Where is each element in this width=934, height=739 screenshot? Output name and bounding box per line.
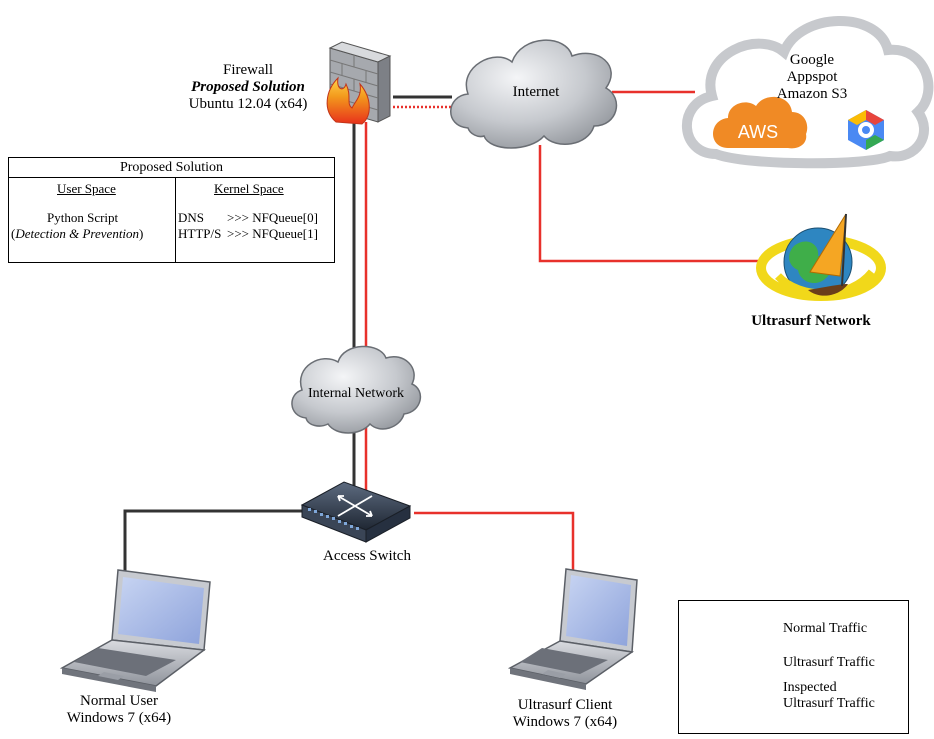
cloud-google-label: Google (789, 52, 835, 68)
ultrasurf-client-label: Ultrasurf Client Windows 7 (x64) (490, 697, 640, 731)
firewall-os: Ubuntu 12.04 (x64) (188, 96, 308, 112)
internal-network-label: Internal Network (307, 386, 405, 401)
legend-inspected-line1: Inspected (783, 680, 837, 695)
kernel-dns-label: DNS (178, 210, 205, 225)
ultrasurf-network-label: Ultrasurf Network (751, 313, 871, 329)
normal-user-label: Normal User Windows 7 (x64) (44, 693, 194, 727)
cloud-services-label: Google Appspot Amazon S3 (752, 52, 872, 103)
firewall-icon (326, 41, 392, 125)
user-space-script: Python Script (47, 210, 119, 225)
traffic-legend: Normal Traffic Ultrasurf Traffic Inspect… (678, 600, 909, 734)
ultrasurf-client-laptop-icon (507, 568, 638, 690)
kernel-space-header: Kernel Space (214, 181, 284, 196)
table-divider (175, 178, 176, 262)
user-space-purpose: (Detection & Prevention) (11, 226, 143, 242)
cloud-appspot-label: Appspot (786, 69, 838, 85)
ultrasurf-client-os: Windows 7 (x64) (512, 714, 618, 730)
table-title: Proposed Solution (9, 158, 334, 178)
legend-inspected-line2: Ultrasurf Traffic (783, 696, 875, 711)
internet-cloud-icon (450, 39, 618, 149)
aws-logo-text: AWS (737, 122, 779, 142)
legend-ultrasurf-text: Ultrasurf Traffic (783, 655, 875, 670)
firewall-title: Firewall (223, 62, 273, 78)
google-cloud-logo-icon (848, 110, 884, 150)
normal-user-name: Normal User (80, 693, 158, 709)
firewall-proposed-solution: Proposed Solution (191, 79, 305, 95)
access-switch-icon (300, 481, 412, 543)
aws-logo-icon (713, 96, 808, 149)
ultrasurf-globe-icon (756, 213, 886, 301)
link-internet-ultrasurf (538, 145, 760, 263)
normal-user-os: Windows 7 (x64) (66, 710, 172, 726)
link-switch-ultrasurf-client (414, 511, 575, 570)
purpose-text: Detection & Prevention (15, 226, 140, 241)
firewall-label: Firewall Proposed Solution Ubuntu 12.04 … (168, 62, 328, 113)
legend-inspected-text: Inspected Ultrasurf Traffic (783, 680, 875, 712)
kernel-dns-queue: >>> NFQueue[0] (227, 210, 318, 225)
ultrasurf-client-name: Ultrasurf Client (517, 697, 613, 713)
kernel-https-label: HTTP/S (178, 226, 222, 241)
user-space-header: User Space (57, 181, 116, 196)
cloud-s3-label: Amazon S3 (776, 86, 848, 102)
legend-normal-text: Normal Traffic (783, 621, 868, 636)
proposed-solution-table: Proposed Solution User Space Kernel Spac… (8, 157, 335, 263)
internet-label: Internet (512, 84, 560, 100)
purpose-close-paren: ) (139, 226, 144, 241)
internal-network-cloud-icon (291, 345, 422, 434)
access-switch-label: Access Switch (323, 548, 411, 564)
kernel-https-queue: >>> NFQueue[1] (227, 226, 318, 241)
normal-user-laptop-icon (59, 569, 211, 692)
purpose-open-paren: ( (11, 226, 16, 241)
link-switch-normal-user (123, 509, 318, 585)
